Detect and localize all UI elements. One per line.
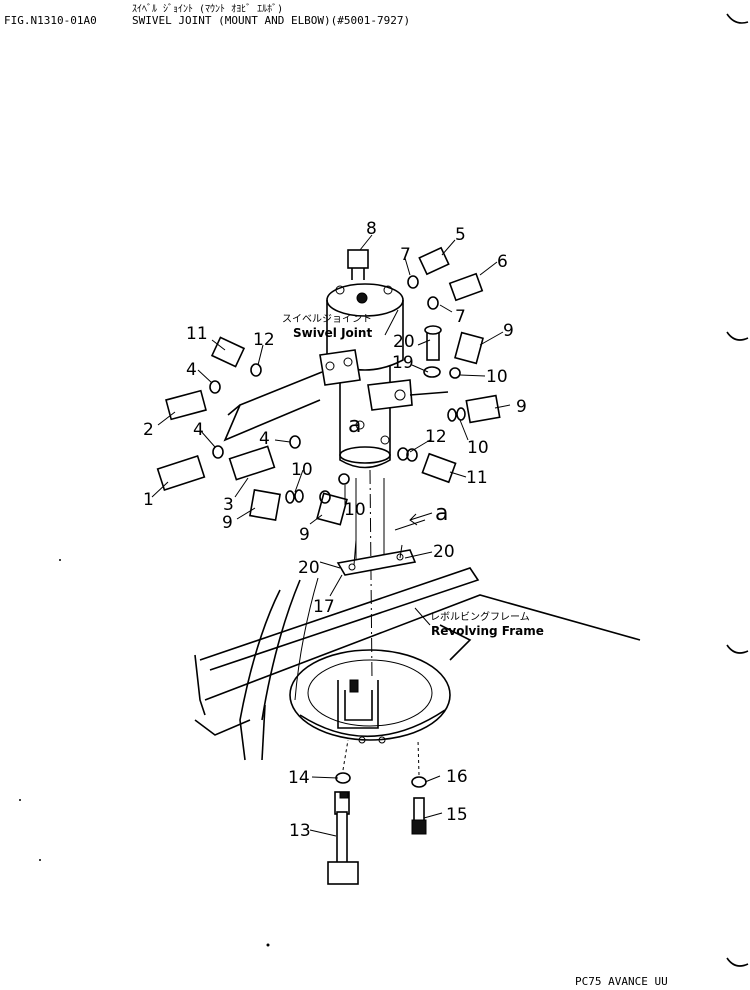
scan-specks bbox=[19, 559, 270, 947]
label-part-16: 16 bbox=[446, 767, 468, 787]
label-part-5: 5 bbox=[455, 225, 466, 245]
label-part-20: 20 bbox=[298, 558, 320, 578]
label-part-6: 6 bbox=[497, 252, 508, 272]
model-footer: PC75 AVANCE UU bbox=[575, 975, 668, 988]
label-part-3: 3 bbox=[223, 495, 234, 515]
label-part-11: 11 bbox=[466, 468, 488, 488]
revolving-frame-caption-jp: レボルビングフレーム bbox=[430, 610, 530, 623]
ref-a-arrow: a bbox=[435, 501, 448, 526]
stopper-parts bbox=[327, 739, 427, 885]
label-part-4: 4 bbox=[259, 429, 270, 449]
label-part-7: 7 bbox=[400, 245, 411, 265]
plate-17 bbox=[336, 539, 417, 576]
captions: スイベルジョイント Swivel Joint レボルビングフレーム Revolv… bbox=[282, 313, 544, 638]
label-part-9: 9 bbox=[503, 321, 514, 341]
ref-a-body: a bbox=[348, 413, 361, 438]
figure-number: FIG.N1310-01A0 bbox=[4, 14, 97, 27]
label-part-10: 10 bbox=[291, 460, 313, 480]
label-part-7: 7 bbox=[455, 307, 466, 327]
label-part-4: 4 bbox=[193, 420, 204, 440]
label-part-4: 4 bbox=[186, 360, 197, 380]
page-title: SWIVEL JOINT (MOUNT AND ELBOW)(#5001-792… bbox=[132, 14, 411, 27]
label-part-10: 10 bbox=[486, 367, 508, 387]
label-part-11: 11 bbox=[186, 324, 208, 344]
label-part-8: 8 bbox=[366, 219, 377, 239]
swivel-joint-caption: Swivel Joint bbox=[293, 326, 372, 340]
center-line bbox=[355, 469, 385, 681]
label-part-2: 2 bbox=[143, 420, 154, 440]
ref-a-arrow-icon bbox=[409, 512, 433, 526]
label-part-12: 12 bbox=[253, 330, 275, 350]
binder-marks bbox=[726, 13, 749, 967]
label-part-13: 13 bbox=[289, 821, 311, 841]
revolving-frame-caption: Revolving Frame bbox=[431, 624, 544, 638]
label-part-20: 20 bbox=[393, 332, 415, 352]
label-part-20: 20 bbox=[433, 542, 455, 562]
label-part-9: 9 bbox=[222, 513, 233, 533]
revolving-frame bbox=[194, 567, 641, 761]
part-numbers: 1 2 3 4 4 4 5 6 7 7 8 9 9 9 9 10 10 10 1… bbox=[143, 219, 527, 841]
label-part-9: 9 bbox=[516, 397, 527, 417]
japanese-title: ｽｲﾍﾞﾙ ｼﾞｮｲﾝﾄ (ﾏｳﾝﾄ ｵﾖﾋﾞ ｴﾙﾎﾞ) bbox=[132, 4, 284, 15]
label-part-9: 9 bbox=[299, 525, 310, 545]
label-part-10: 10 bbox=[467, 438, 489, 458]
label-part-17: 17 bbox=[313, 597, 335, 617]
label-part-10: 10 bbox=[344, 500, 366, 520]
leader-lines bbox=[151, 234, 511, 837]
label-part-15: 15 bbox=[446, 805, 468, 825]
swivel-joint-caption-jp: スイベルジョイント bbox=[282, 313, 372, 325]
label-part-19: 19 bbox=[392, 353, 414, 373]
label-part-1: 1 bbox=[143, 490, 154, 510]
swivel-joint-body bbox=[223, 283, 449, 469]
fittings bbox=[156, 246, 501, 526]
label-part-12: 12 bbox=[425, 427, 447, 447]
label-part-14: 14 bbox=[288, 768, 310, 788]
